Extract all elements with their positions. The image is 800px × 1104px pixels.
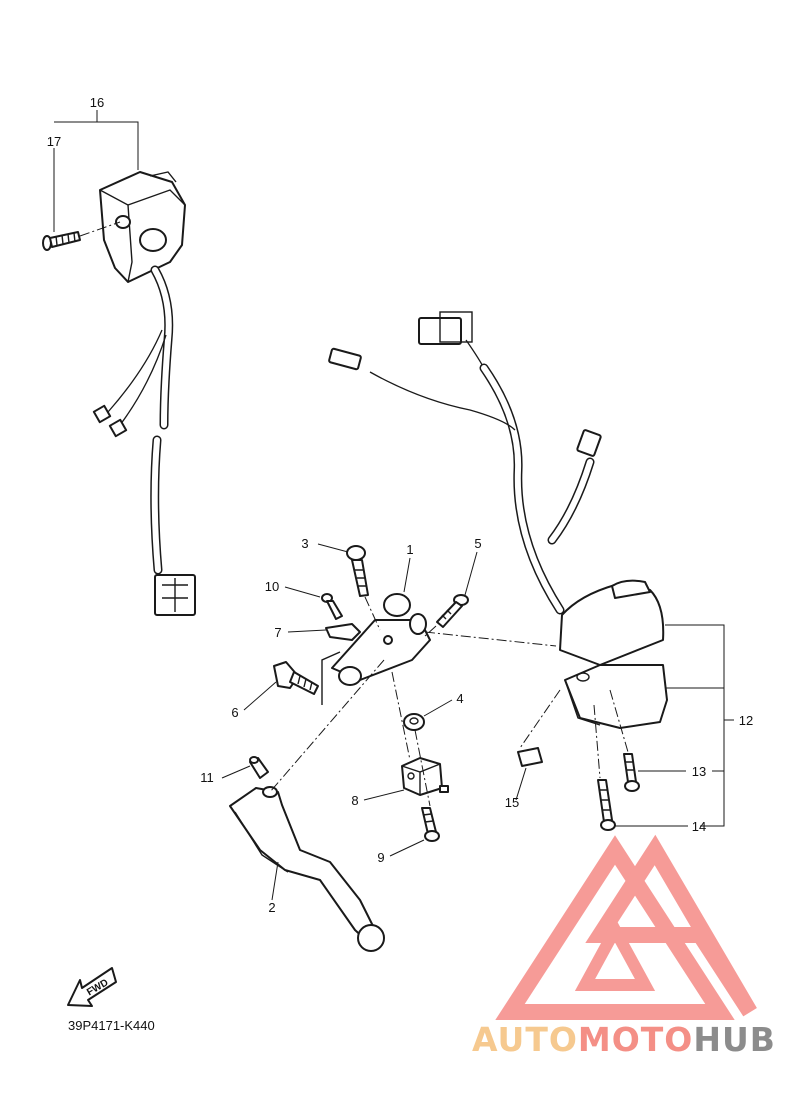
assembly-lines: [269, 631, 629, 807]
callout-7: 7: [274, 625, 281, 640]
callout-10: 10: [265, 579, 279, 594]
brand-auto: AUTO: [472, 1020, 578, 1059]
callout-2: 2: [268, 900, 275, 915]
callout-1: 1: [406, 542, 413, 557]
nut-4: [403, 713, 425, 731]
left-switch-cable: [92, 265, 196, 616]
bolt-3: [346, 545, 381, 631]
reference-code: 39P4171-K440: [68, 1018, 155, 1033]
callout-17: 17: [47, 134, 61, 149]
callout-leaders: [53, 110, 734, 901]
lever-bracket: [331, 593, 431, 686]
callout-16: 16: [90, 95, 104, 110]
watermark-brand-text: AUTOMOTOHUB: [472, 1020, 776, 1059]
callout-15: 15: [505, 795, 519, 810]
screw-14: [597, 779, 616, 831]
fwd-label: FWD: [85, 977, 110, 998]
screw-17: [42, 221, 121, 251]
callout-8: 8: [351, 793, 358, 808]
right-switch-harness: [328, 311, 602, 615]
screw-10: [321, 593, 343, 620]
right-handlebar-switch: [559, 579, 668, 729]
screw-5: [424, 594, 469, 637]
callout-12: 12: [739, 713, 753, 728]
callout-3: 3: [301, 536, 308, 551]
callout-5: 5: [474, 536, 481, 551]
block-15: [517, 747, 543, 767]
automotohub-logo-icon: [495, 834, 757, 1020]
clamp-7: [325, 623, 361, 641]
brand-hub: HUB: [693, 1020, 776, 1059]
callout-14: 14: [692, 819, 706, 834]
callout-9: 9: [377, 850, 384, 865]
screw-13: [623, 753, 640, 792]
callout-4: 4: [456, 691, 463, 706]
pin-11: [249, 756, 269, 779]
callout-6: 6: [231, 705, 238, 720]
brand-moto: MOTO: [577, 1020, 694, 1059]
callout-13: 13: [692, 764, 706, 779]
clutch-lever-2: [229, 786, 385, 952]
bolt-6: [273, 651, 341, 705]
switch-8: [401, 757, 449, 796]
callout-numbers: 16 17 1 3 5 10 7 6 4 11 8 9 2 15 12 13 1…: [47, 95, 753, 915]
callout-11: 11: [200, 770, 214, 785]
screw-9: [421, 807, 440, 842]
fwd-arrow-icon: FWD: [67, 967, 117, 1007]
left-handlebar-switch: [99, 171, 186, 283]
